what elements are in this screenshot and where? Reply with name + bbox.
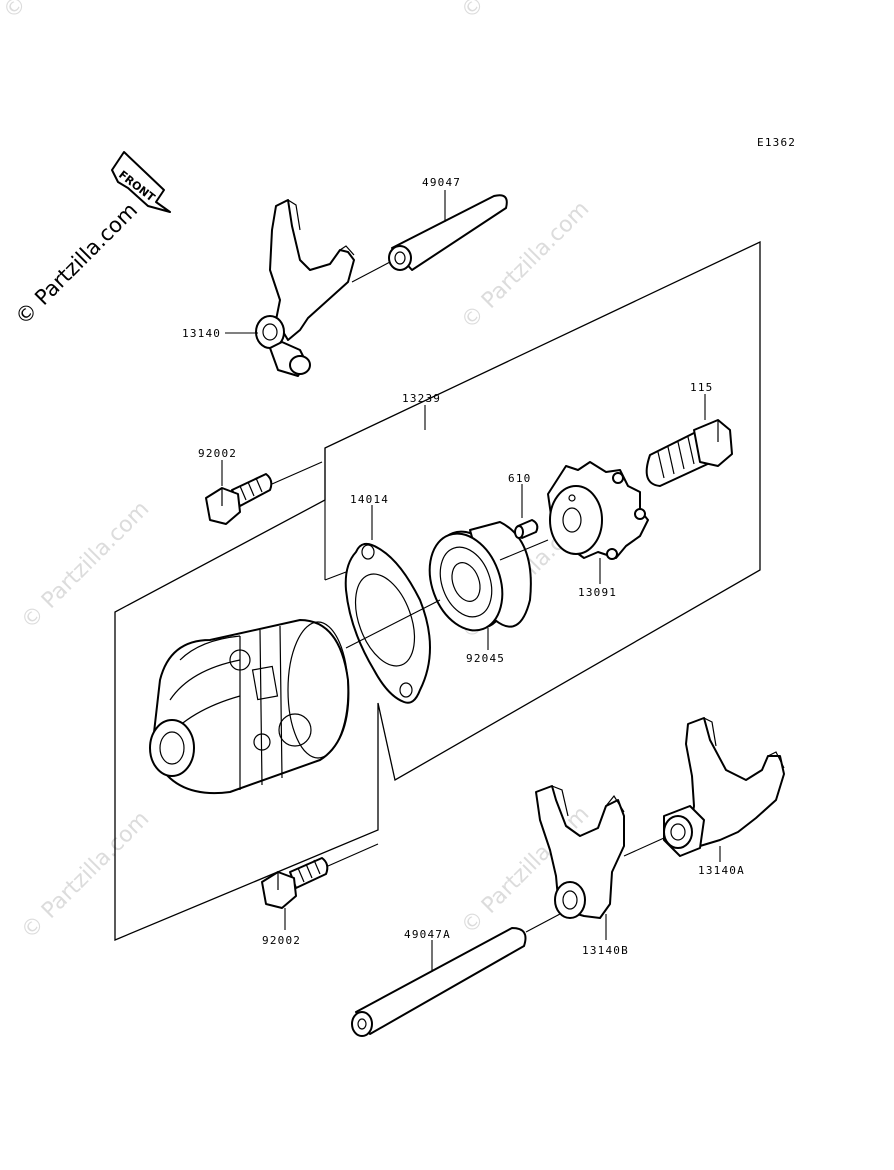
watermark: © Partzilla.com <box>17 497 155 635</box>
part-label-115: 115 <box>690 381 713 394</box>
part-label-49047: 49047 <box>422 176 461 189</box>
shift-fork-13140A <box>663 717 785 857</box>
assembly-box <box>114 240 761 941</box>
part-label-92002-bottom: 92002 <box>262 934 301 947</box>
part-label-13140: 13140 <box>182 327 221 340</box>
diagram-code: E1362 <box>757 136 796 149</box>
watermark: © Partzilla.com <box>457 0 595 24</box>
pin-610 <box>514 519 539 539</box>
shift-fork-13140B <box>535 785 625 919</box>
bolt-92002-bottom <box>261 857 329 909</box>
part-label-92002-top: 92002 <box>198 447 237 460</box>
bearing-92045 <box>428 521 532 632</box>
bolt-92002-top <box>205 473 273 525</box>
holder-plate-14014 <box>344 542 431 704</box>
part-label-13140A: 13140A <box>698 864 745 877</box>
part-label-14014: 14014 <box>350 493 389 506</box>
part-label-13239: 13239 <box>402 392 441 405</box>
part-label-610: 610 <box>508 472 531 485</box>
part-label-13091: 13091 <box>578 586 617 599</box>
part-label-49047A: 49047A <box>404 928 451 941</box>
watermark: © Partzilla.com <box>17 807 155 945</box>
shift-rod-49047A <box>351 927 527 1037</box>
part-label-92045: 92045 <box>466 652 505 665</box>
watermark-group: © Partzilla.com © Partzilla.com © Partzi… <box>0 0 594 944</box>
watermark: © Partzilla.com <box>0 0 136 24</box>
shift-drum <box>149 619 350 794</box>
pin-plate-13091 <box>547 461 649 560</box>
bolt-115 <box>645 419 733 487</box>
part-label-13140B: 13140B <box>582 944 629 957</box>
shift-rod-49047 <box>388 194 508 271</box>
brand-watermark: © Partzilla.com <box>11 198 143 330</box>
shift-fork-13140 <box>255 199 355 377</box>
